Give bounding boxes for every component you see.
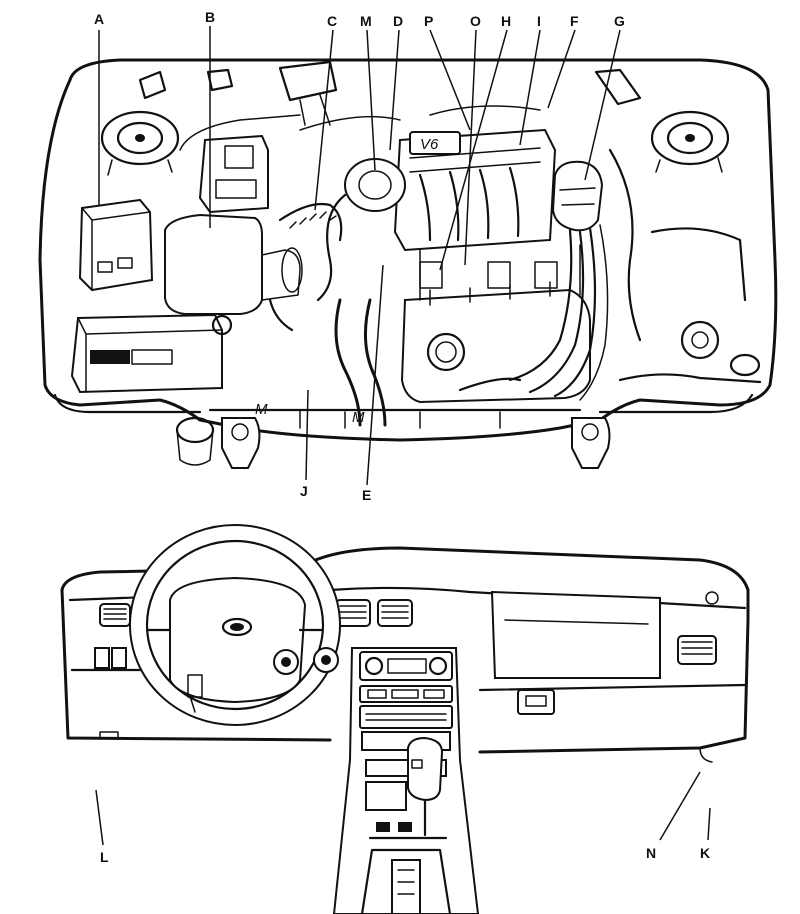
callout-label-p: P [424, 13, 433, 29]
left-air-vent [99, 603, 131, 627]
dash-corner-curve [699, 747, 713, 763]
wiring-conduit [268, 202, 343, 332]
glove-box [490, 590, 661, 679]
callout-line-g [584, 29, 621, 181]
callout-label-j: J [300, 483, 308, 499]
right-strut-tower [650, 110, 730, 173]
engine-bay-outline [38, 58, 778, 442]
driver-lower-panel [99, 731, 119, 739]
callout-label-g: G [614, 13, 625, 29]
callout-line-h [439, 29, 508, 271]
throttle-body [316, 158, 406, 302]
callout-label-c: C [327, 13, 337, 29]
callout-line-d [389, 29, 400, 151]
callout-line-p [429, 29, 471, 131]
ignition-wire-harness [458, 224, 609, 401]
radiator-hose [334, 298, 387, 427]
left-switch-panel [94, 647, 127, 669]
engine-callout-labels: A B C M D P O H I F G J E [94, 9, 625, 503]
callout-line-m [366, 29, 376, 171]
left-headlamp-mount [221, 417, 261, 469]
callout-line-k [707, 807, 711, 841]
relay-box [78, 198, 154, 292]
intake-plenum: V6 [393, 128, 557, 252]
battery [70, 313, 233, 394]
callout-line-e [366, 264, 384, 486]
callout-label-d: D [393, 13, 403, 29]
dashboard-illustration [60, 524, 750, 914]
callout-label-b: B [205, 9, 215, 25]
callout-label-i: I [537, 13, 541, 29]
callout-label-n: N [646, 845, 656, 861]
callout-line-o [464, 29, 477, 266]
steering-wheel [129, 524, 341, 726]
callout-label-k: K [700, 845, 710, 861]
callout-label-o: O [470, 13, 481, 29]
air-cleaner [164, 213, 303, 315]
callout-label-m: M [360, 13, 372, 29]
callout-label-h: H [501, 13, 511, 29]
dashboard-callout-lines [95, 771, 711, 846]
callout-line-j [305, 389, 309, 481]
engine-callout-lines [98, 26, 621, 486]
front-lip [53, 393, 754, 414]
dash-lower-outline [60, 588, 750, 754]
callout-line-i [519, 29, 541, 146]
engine-bay-illustration: V6 [38, 58, 778, 469]
callout-label-f: F [570, 13, 579, 29]
callout-label-l: L [100, 849, 109, 865]
right-headlamp-mount [571, 417, 611, 469]
callout-label-e: E [362, 487, 371, 503]
glove-box-latch [517, 689, 555, 715]
callout-line-f [547, 29, 576, 109]
right-side-hoses [608, 148, 762, 384]
shift-lever [407, 736, 444, 837]
engine-badge: V6 [420, 136, 439, 153]
core-support: M M [208, 401, 582, 429]
dash-top-outline [60, 546, 750, 622]
washer-reservoir [175, 416, 215, 466]
dash-lip [68, 586, 747, 610]
callout-line-n [659, 771, 701, 841]
right-air-vent [677, 591, 719, 665]
callout-line-c [314, 29, 334, 211]
center-air-vents [335, 599, 413, 627]
cowl-brackets [138, 60, 642, 131]
valve-cover [400, 244, 591, 404]
left-strut-tower [100, 110, 180, 176]
steering-column-knobs [273, 647, 339, 675]
core-support-mark-left: M [255, 401, 268, 418]
center-console [332, 647, 480, 914]
callout-line-l [95, 789, 104, 846]
core-support-mark-right: M [352, 409, 365, 426]
brake-master-cylinder [179, 114, 301, 214]
dashboard-callout-labels: L N K [100, 845, 710, 865]
distributor [551, 160, 604, 232]
callout-label-a: A [94, 11, 104, 27]
